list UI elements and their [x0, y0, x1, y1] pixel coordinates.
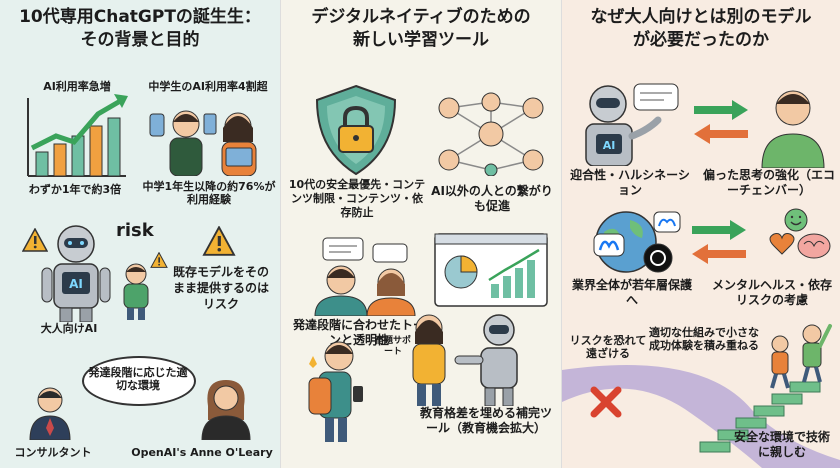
echo-chamber-label: 偏った思考の強化（エコーチェンバー） [702, 168, 835, 197]
sycophancy-label: 迎合性・ハルシネーション [570, 168, 690, 197]
ai-chip-text: AI [603, 139, 616, 152]
student-backpack-icon [308, 341, 363, 442]
students-with-devices-icon [149, 110, 257, 176]
speech-bubble [82, 356, 196, 406]
column-learning-tool: デジタルネイティブのための新しい学習ツール 10代の安全最優先・コンテンツ制限・… [280, 0, 562, 468]
speech-text: 発達段階に応じた適切な環境 [88, 366, 188, 392]
openai-person-label: OpenAI's Anne O'Leary [131, 446, 273, 459]
homework-support-label: 宿題サポート [374, 336, 411, 357]
adult-ai-label: 大人向けAI [40, 322, 98, 335]
boy-icon [761, 90, 825, 168]
shield-lock-icon [315, 84, 397, 176]
safety-label: 10代の安全最優先・コンテンツ制限・コンテンツ・依存防止 [288, 178, 426, 219]
existing-model-label: 既存モデルをそのまま提供するのはリスク [172, 265, 269, 311]
jhs-rate-label: 中学生のAI利用率4割超 [148, 80, 268, 93]
industry-label: 業界全体が若年層保護へ [572, 278, 693, 307]
swap-arrows-icon [694, 100, 748, 144]
connections-label: AI以外の人との繋がりも促進 [431, 184, 553, 213]
kids-climbing-icon [770, 324, 832, 389]
woman-avatar [201, 380, 251, 440]
column-title: デジタルネイティブのための新しい学習ツール [311, 7, 531, 50]
warning-icon [22, 228, 48, 252]
fear-avoid-label: リスクを恐れて遠ざける [569, 334, 647, 360]
globe-brands-icon [593, 211, 681, 273]
ai-surge-label: AI利用率急増 [43, 80, 111, 93]
warning-icon [202, 226, 236, 256]
mental-health-label: メンタルヘルス・依存リスクの考慮 [711, 278, 832, 307]
growth-chart-icon [27, 94, 128, 177]
tripled-label: わずか1年で約3倍 [28, 183, 122, 196]
svg-text:AI: AI [69, 277, 83, 291]
risk-label: risk [116, 220, 154, 241]
consultant-avatar [29, 387, 71, 440]
column-background-purpose: 10代専用ChatGPTの誕生生：その背景と目的 AI利用率急増 わずか1年で約… [0, 0, 280, 468]
education-gap-label: 教育格差を埋める補完ツール（教育機会拡大） [419, 406, 552, 435]
consultant-label: コンサルタント [14, 446, 92, 459]
safe-env-label: 安全な環境で技術に親しむ [733, 430, 830, 459]
mental-health-icon [769, 208, 831, 259]
network-people-icon [438, 92, 544, 176]
chat-people-icon [314, 237, 416, 316]
jhs-76-label: 中学1年生以降の約76%が利用経験 [142, 180, 276, 206]
column-title: なぜ大人向けとは別のモデルが必要だったのか [590, 7, 812, 50]
small-success-label: 適切な仕組みで小さな成功体験を積み重ねる [649, 326, 759, 352]
robot-icon: AI [41, 225, 111, 322]
robot-talk-icon: AI [585, 83, 679, 166]
column-why-separate-model: なぜ大人向けとは別のモデルが必要だったのか AI 迎合性・ハルシネーション 偏っ… [562, 0, 840, 468]
warning-icon [150, 252, 168, 268]
robot-helper-icon [412, 314, 518, 406]
swap-arrows-icon [692, 220, 746, 264]
dashboard-chart-icon [434, 233, 548, 307]
column-title: 10代専用ChatGPTの誕生生：その背景と目的 [19, 7, 261, 50]
child-icon [123, 263, 149, 320]
